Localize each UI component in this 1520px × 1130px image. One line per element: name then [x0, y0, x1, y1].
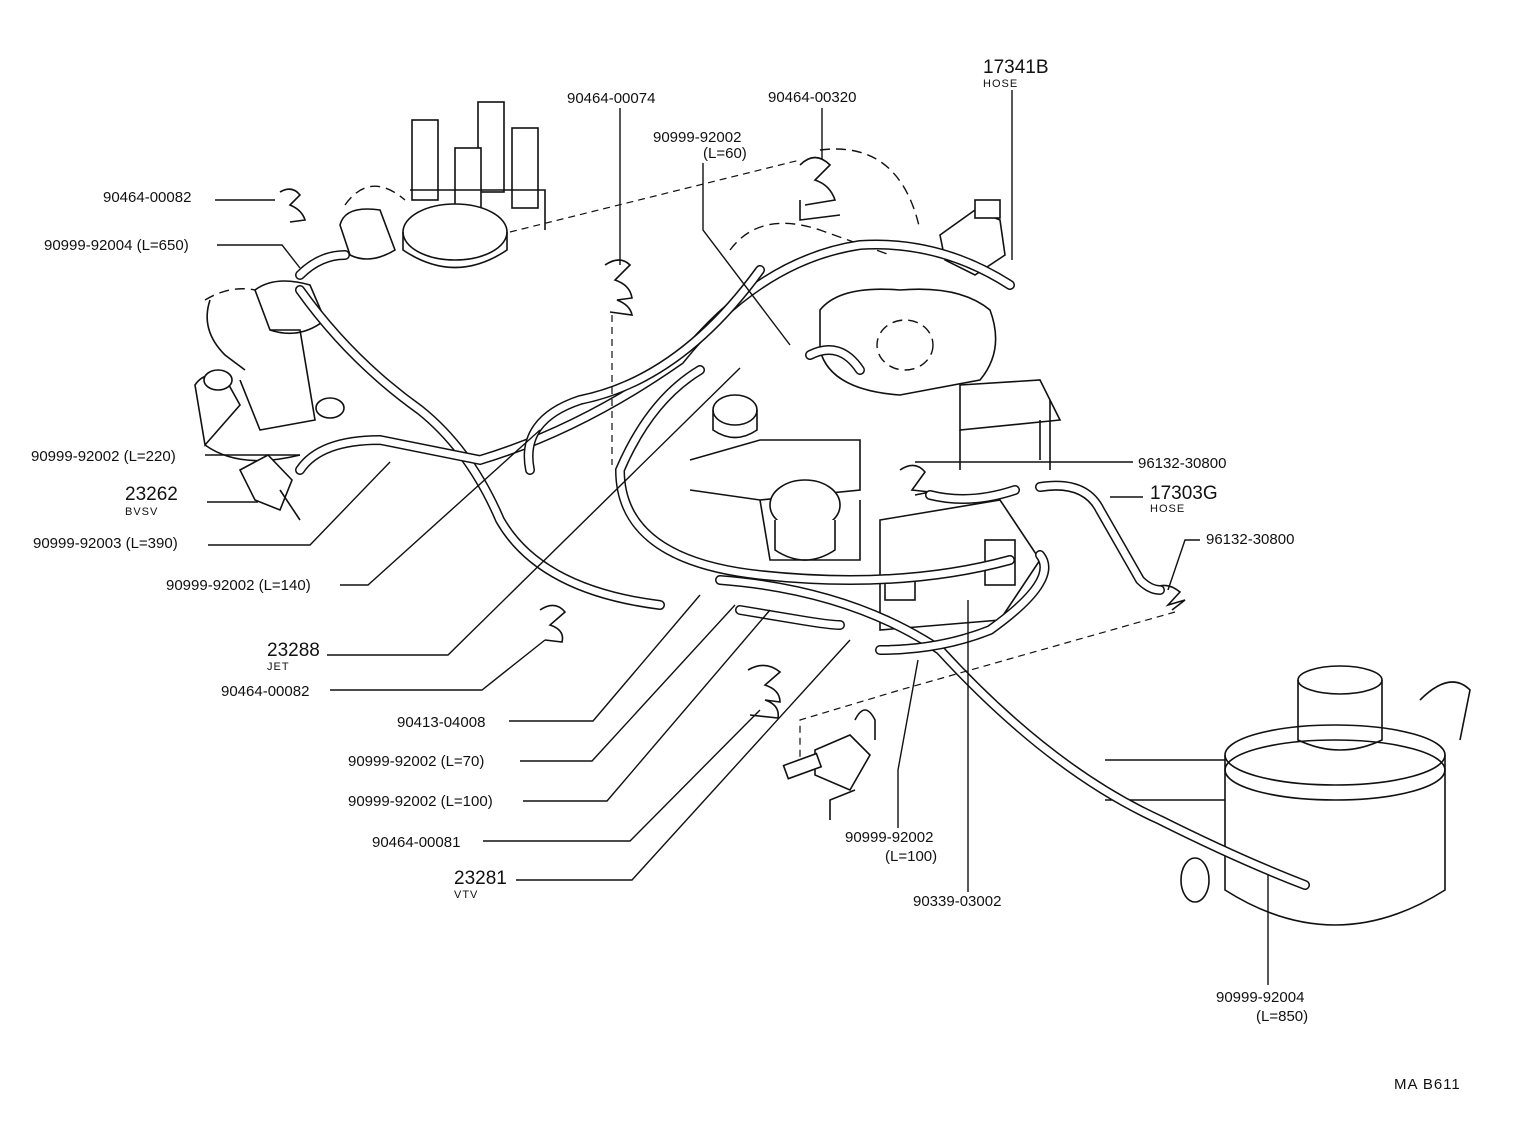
label-90999-92002-l100b: 90999-92002 [845, 829, 933, 846]
label-90999-92003-l390: 90999-92003 (L=390) [33, 535, 178, 552]
hoses [295, 239, 1310, 890]
label-90999-92002-l100b-length: (L=100) [885, 848, 937, 865]
label-23262: 23262 [125, 484, 178, 505]
clip-90464-00082-mid [539, 604, 567, 643]
label-90464-00082-top: 90464-00082 [103, 189, 191, 206]
throttle-body [194, 280, 345, 462]
label-17303g-hose: HOSE [1150, 503, 1185, 515]
label-90339-03002: 90339-03002 [913, 893, 1001, 910]
diagram-reference-code: MA B611 [1394, 1076, 1461, 1093]
label-96132-30800-a: 96132-30800 [1138, 455, 1226, 472]
label-23281-vtv: VTV [454, 889, 478, 901]
label-90999-92002-l60: 90999-92002 [653, 129, 741, 146]
vacuum-tank [1105, 665, 1471, 926]
label-17303g: 17303G [1150, 483, 1218, 504]
label-90464-00320: 90464-00320 [768, 89, 856, 106]
label-23281: 23281 [454, 868, 507, 889]
label-90999-92002-l140: 90999-92002 (L=140) [166, 577, 311, 594]
label-90464-00074: 90464-00074 [567, 90, 655, 107]
label-90413-04008: 90413-04008 [397, 714, 485, 731]
clip-96132-30800-a [899, 464, 931, 496]
label-90999-92004-l650: 90999-92004 (L=650) [44, 237, 189, 254]
label-23262-bvsv: BVSV [125, 506, 158, 518]
vtv-valve [782, 709, 876, 820]
leader-lines [205, 90, 1269, 985]
clip-90464-00082-top [279, 188, 307, 223]
label-90999-92002-l70: 90999-92002 (L=70) [348, 753, 484, 770]
clip-90464-00081 [747, 664, 782, 719]
bvsv-valve [238, 454, 301, 521]
label-90999-92002-l220: 90999-92002 (L=220) [31, 448, 176, 465]
label-90999-92002-l60-length: (L=60) [703, 145, 747, 162]
clip-90464-00074 [604, 259, 634, 316]
label-17341b-hose: HOSE [983, 78, 1018, 90]
label-90999-92004-l850: 90999-92004 [1216, 989, 1304, 1006]
label-90464-00081: 90464-00081 [372, 834, 460, 851]
label-90999-92002-l100: 90999-92002 (L=100) [348, 793, 493, 810]
label-90999-92004-l850-length: (L=850) [1256, 1008, 1308, 1025]
dashed-guides [509, 159, 1176, 760]
distributor-cap [339, 101, 546, 269]
clip-90464-00320 [799, 156, 841, 221]
label-23288: 23288 [267, 640, 320, 661]
part-labels: 90464-00082 90999-92004 (L=650) 90464-00… [31, 57, 1461, 1093]
label-17341b: 17341B [983, 57, 1049, 78]
label-90464-00082-mid: 90464-00082 [221, 683, 309, 700]
label-96132-30800-b: 96132-30800 [1206, 531, 1294, 548]
label-23288-jet: JET [267, 661, 290, 673]
